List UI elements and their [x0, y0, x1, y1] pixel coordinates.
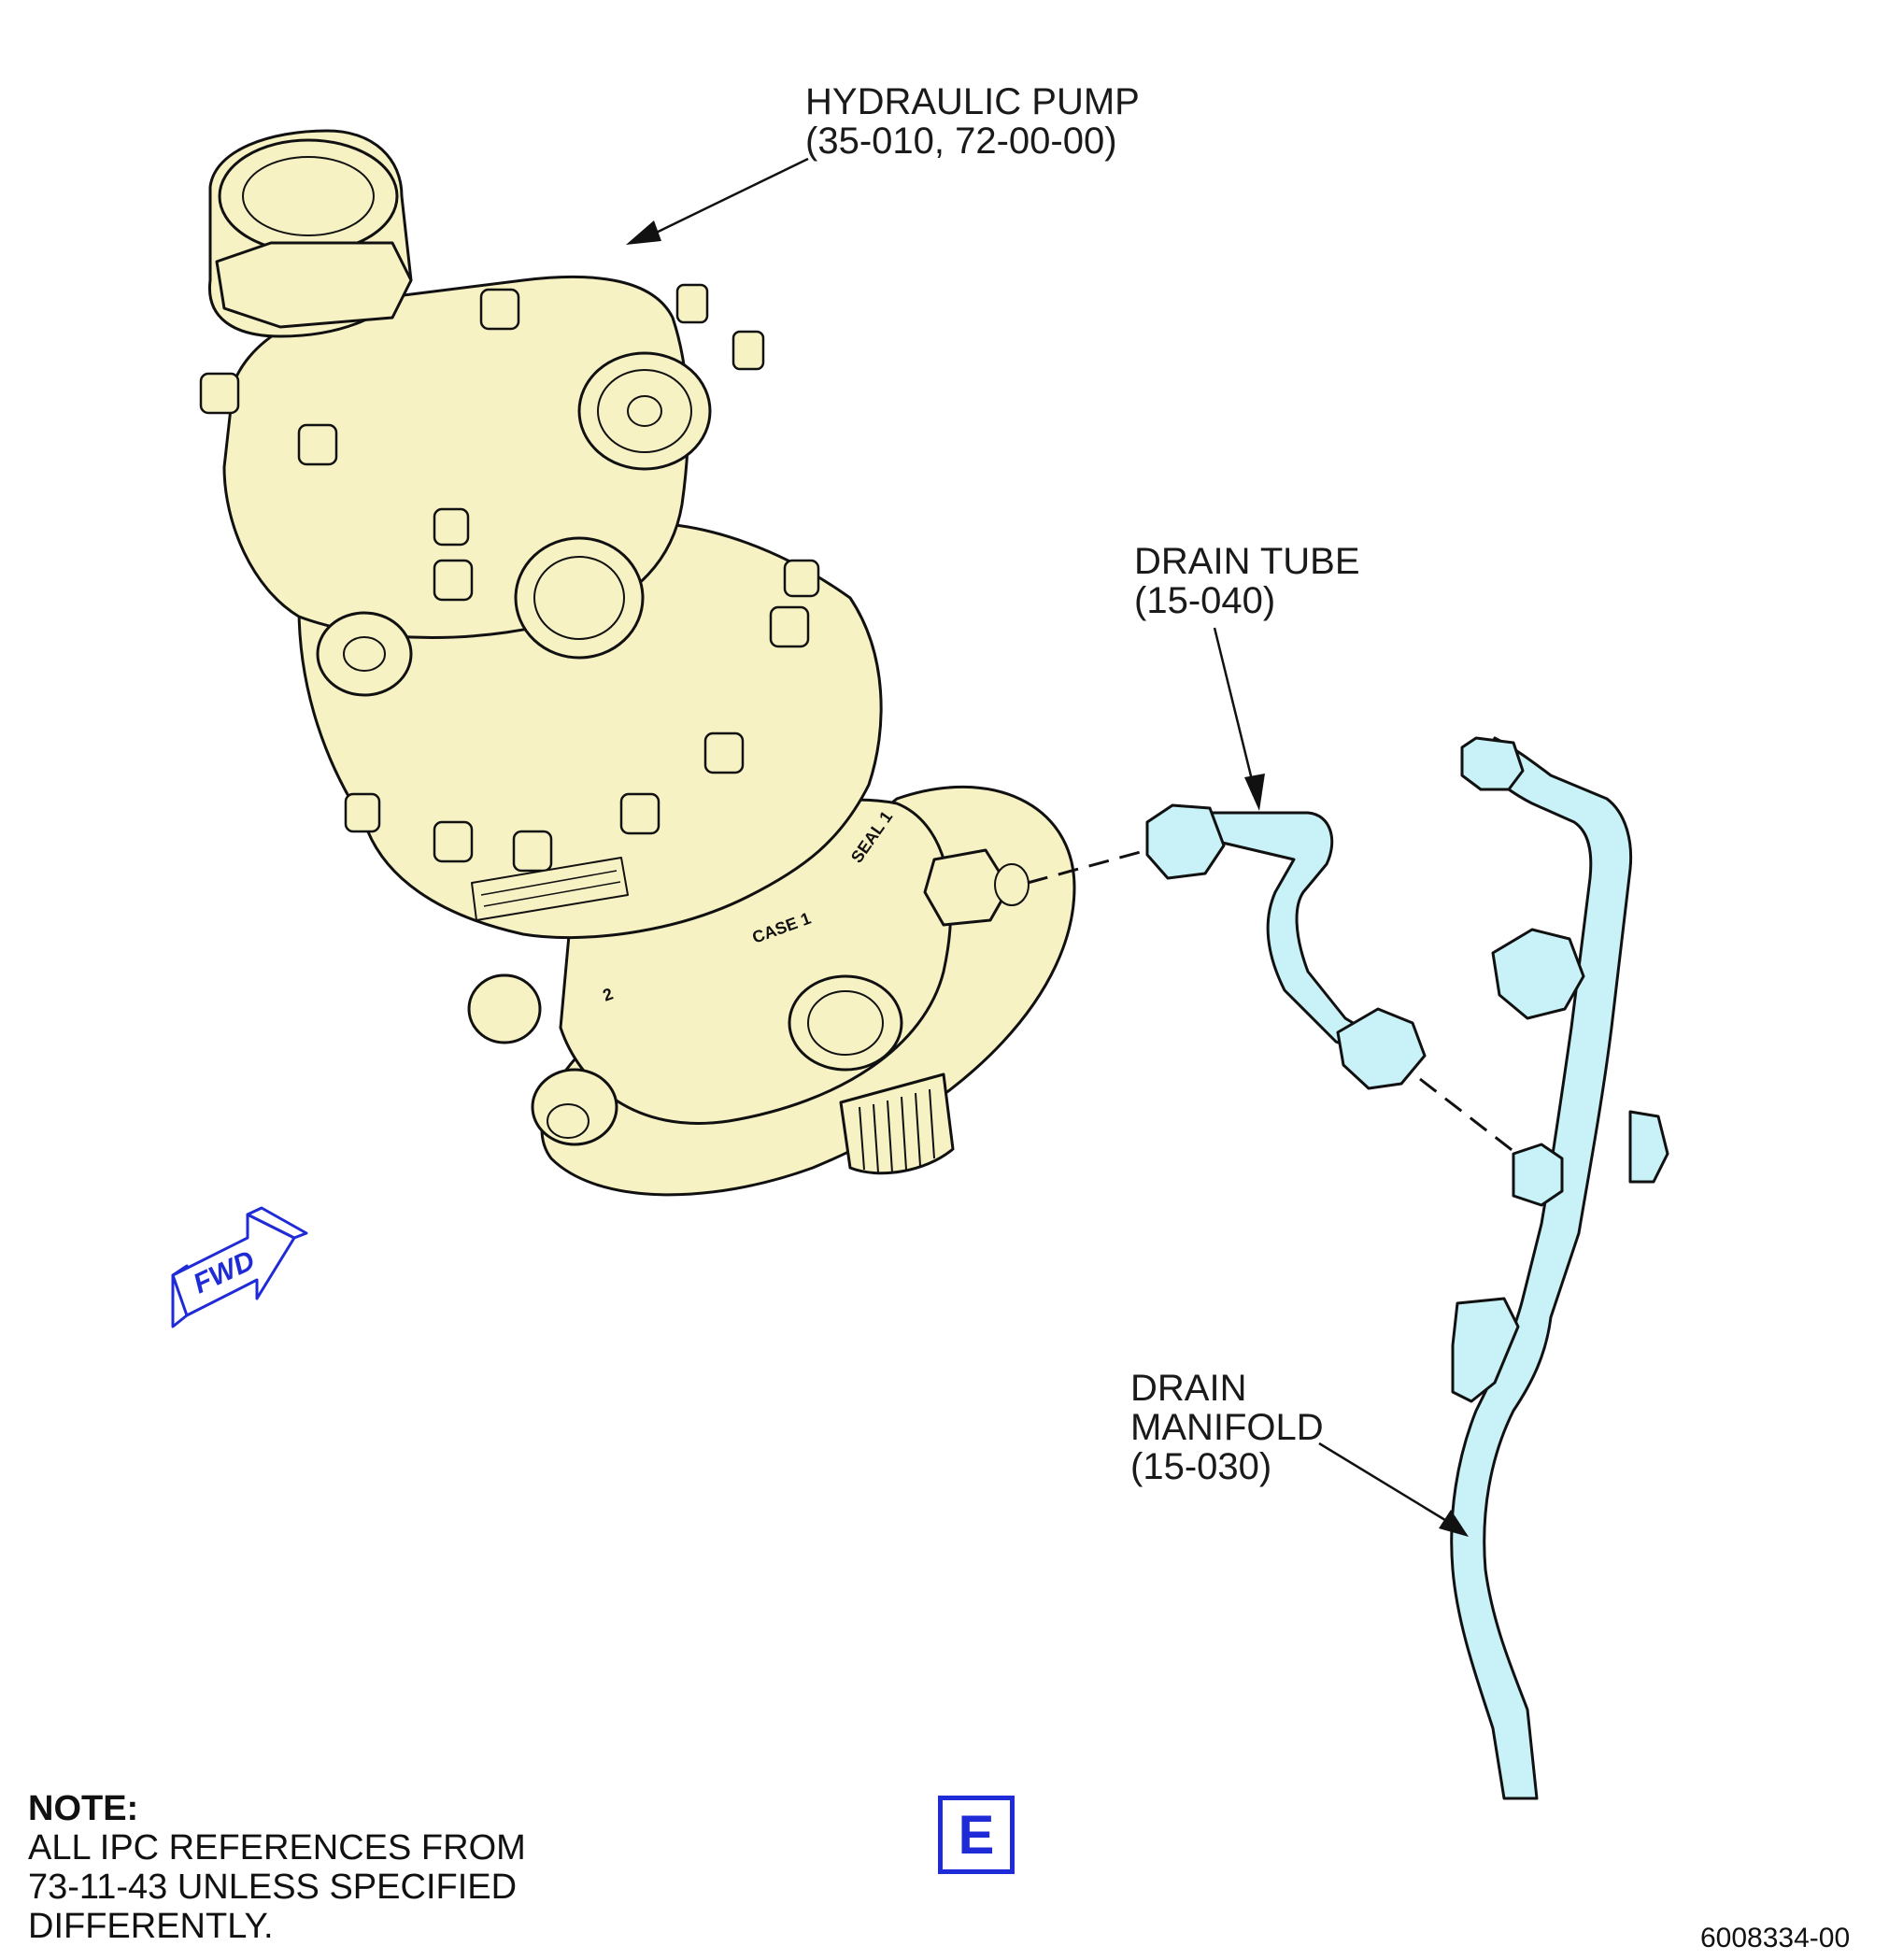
fwd-direction-arrow: FWD — [171, 1206, 308, 1328]
pump-bolts — [199, 283, 820, 873]
note-heading: NOTE: — [28, 1789, 139, 1828]
hydraulic-pump-callout: HYDRAULIC PUMP (35-010, 72-00-00) — [805, 82, 1140, 161]
drain-manifold-leader-arrowhead — [1439, 1510, 1469, 1537]
pump-nameplate — [471, 857, 629, 921]
hydraulic-pump-reference: (35-010, 72-00-00) — [805, 121, 1117, 162]
view-letter: E — [958, 1804, 995, 1866]
drain-manifold-lower-tee — [1628, 1110, 1669, 1184]
drain-manifold-clamp — [1451, 1297, 1520, 1403]
drain-manifold-tube — [1450, 736, 1633, 1800]
drain-manifold-label-line1: DRAIN — [1130, 1368, 1247, 1409]
hydraulic-pump — [199, 129, 1076, 1197]
drain-tube-alignment-line-upper — [1027, 848, 1148, 885]
drain-tube — [1145, 803, 1427, 1090]
fwd-arrow-top — [246, 1206, 308, 1240]
drain-tube-alignment-line-lower — [1419, 1077, 1524, 1160]
drain-manifold-label-line2: MANIFOLD — [1130, 1407, 1324, 1448]
drain-manifold-end-fitting — [1460, 736, 1525, 791]
drain-manifold-callout: DRAIN MANIFOLD (15-030) — [1130, 1369, 1324, 1486]
drain-tube-nut-lower — [1336, 1007, 1427, 1090]
drain-manifold-inlet-port — [1512, 1143, 1564, 1207]
drain-tube-body — [1203, 811, 1371, 1053]
drain-tube-nut-upper — [1145, 803, 1226, 880]
note-block: NOTE: ALL IPC REFERENCES FROM 73-11-43 U… — [28, 1789, 526, 1946]
drain-tube-label: DRAIN TUBE — [1134, 541, 1360, 582]
note-line-3: DIFFERENTLY. — [28, 1907, 274, 1946]
callout-leaders — [644, 157, 1458, 1529]
fwd-arrow-body — [171, 1213, 296, 1317]
drain-tube-leader-arrowhead — [1244, 774, 1265, 811]
pump-spline-shaft — [839, 1072, 955, 1175]
pump-case-drain-port — [923, 848, 1011, 927]
callout-arrowheads — [626, 220, 1469, 1537]
drain-manifold — [1450, 736, 1669, 1800]
drain-tube-callout: DRAIN TUBE (15-040) — [1134, 542, 1360, 620]
drain-tube-reference: (15-040) — [1134, 580, 1276, 621]
note-line-1: ALL IPC REFERENCES FROM — [28, 1828, 526, 1868]
drain-manifold-reference: (15-030) — [1130, 1446, 1272, 1487]
drain-manifold-leader-line — [1318, 1442, 1458, 1529]
hydraulic-pump-label: HYDRAULIC PUMP — [805, 81, 1140, 122]
drain-manifold-branch-fitting — [1491, 928, 1585, 1020]
drain-tube-leader-line — [1213, 627, 1258, 800]
pump-leader-line — [644, 157, 809, 240]
pump-leader-arrowhead — [626, 220, 661, 245]
note-line-2: 73-11-43 UNLESS SPECIFIED — [28, 1868, 518, 1907]
view-letter-box: E — [938, 1796, 1015, 1874]
drawing-number: 6008334-00 — [1700, 1923, 1851, 1953]
